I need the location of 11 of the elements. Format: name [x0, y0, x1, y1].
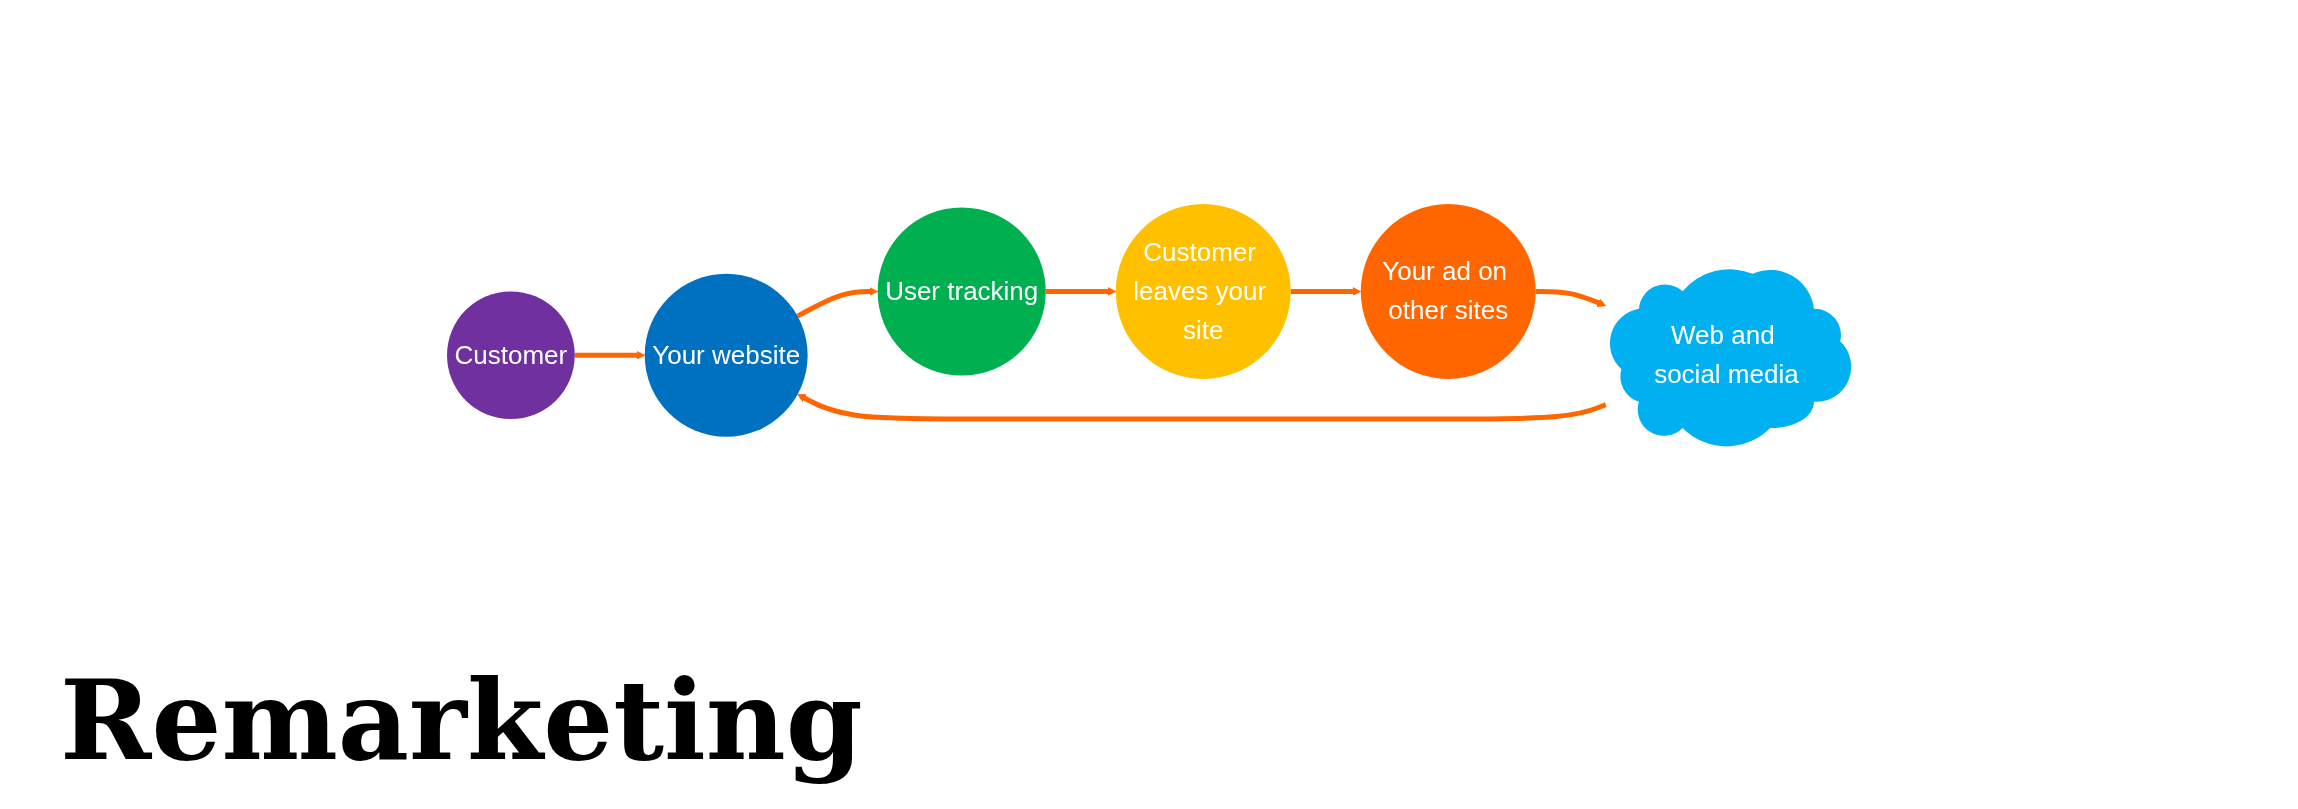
node-circle: Customer	[446, 291, 575, 419]
node-circle: User tracking	[877, 207, 1046, 376]
arrow	[1535, 288, 1607, 307]
node-circle: Your ad on other sites	[1360, 203, 1536, 379]
node-circle: Your website	[644, 273, 808, 437]
arrow	[1290, 286, 1362, 296]
arrow	[1045, 286, 1117, 296]
arrow	[574, 350, 645, 360]
node-circle: Customer leaves your site	[1115, 203, 1291, 379]
arrow	[796, 286, 878, 319]
arrow	[797, 393, 1607, 422]
